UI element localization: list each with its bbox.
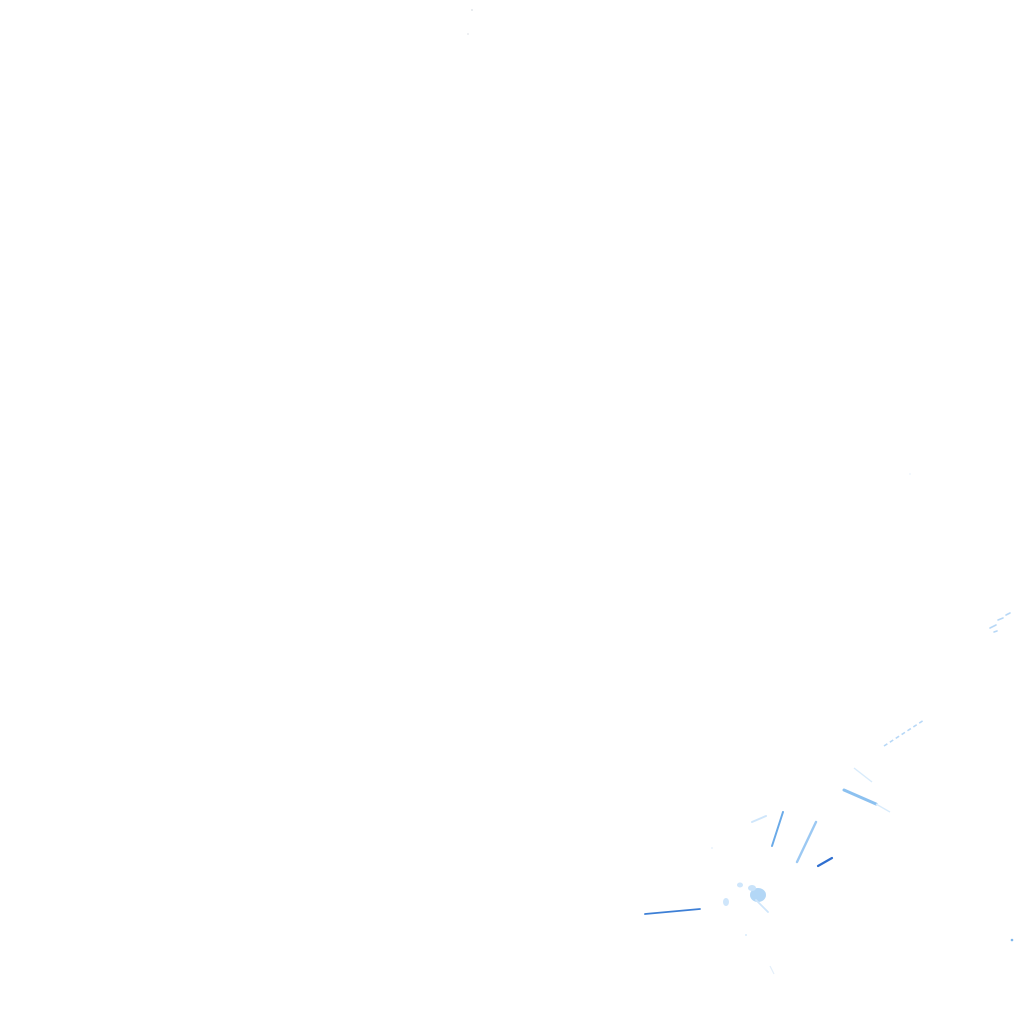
splash-streak: [883, 719, 925, 747]
splash-streak: [795, 820, 818, 864]
splash-blob: [750, 888, 766, 902]
splash-streak: [751, 815, 767, 823]
faint-speck: [711, 847, 713, 849]
splash-streak: [875, 803, 891, 813]
splash-streak: [771, 811, 784, 847]
splash-blob: [737, 882, 743, 888]
faint-speck: [467, 33, 469, 35]
splash-streak-long: [644, 908, 701, 915]
splash-streak: [842, 788, 878, 806]
splash-streak-dark: [816, 856, 834, 868]
splash-blob: [748, 885, 756, 891]
faint-speck: [471, 9, 473, 11]
splash-streak: [853, 767, 873, 783]
faint-speck: [909, 473, 911, 475]
splash-streak: [755, 899, 769, 913]
splash-dots-right: [989, 612, 1011, 633]
faint-speck: [1010, 938, 1014, 942]
faint-speck: [745, 934, 747, 936]
splash-streak: [769, 965, 775, 975]
splash-blob: [723, 898, 729, 906]
